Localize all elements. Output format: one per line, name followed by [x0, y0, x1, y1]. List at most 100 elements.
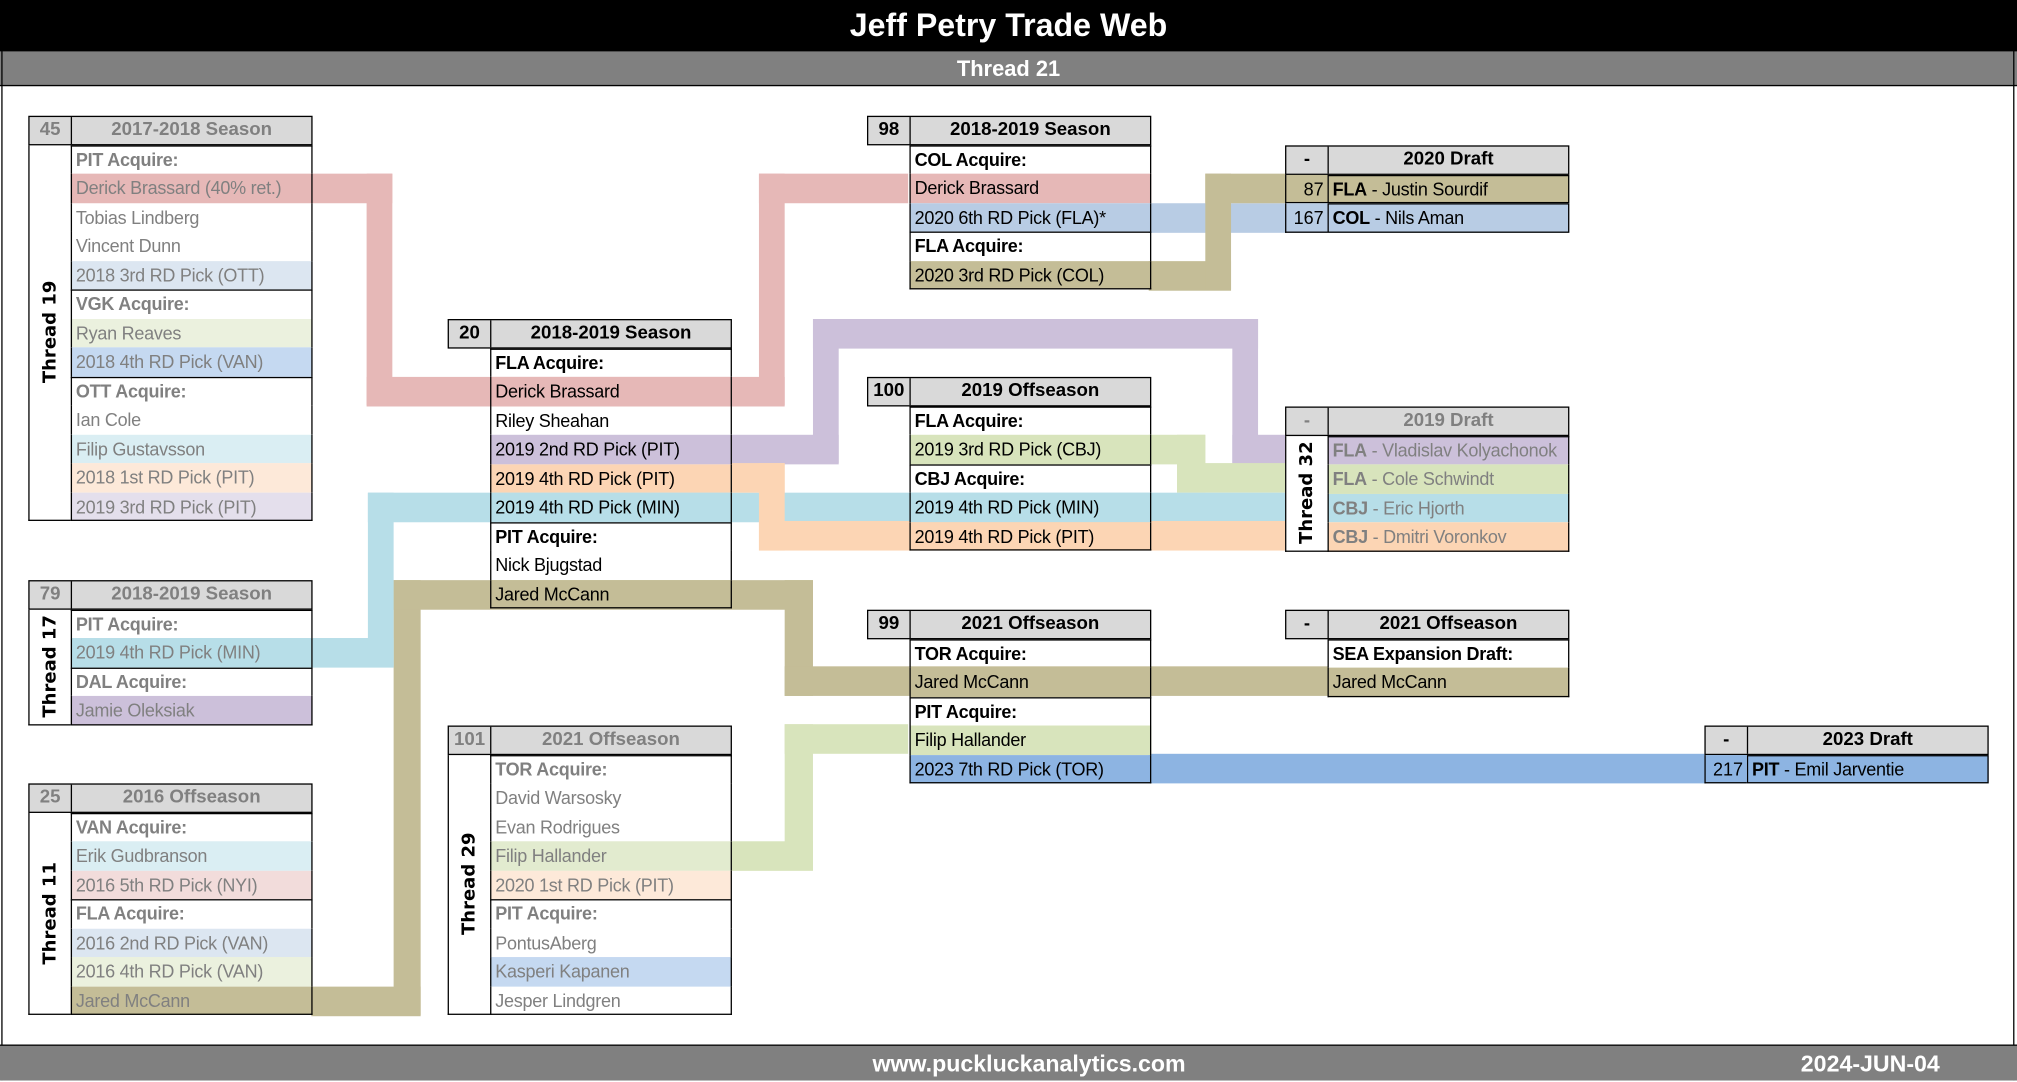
asset-row: 2019 4th RD Pick (MIN): [909, 492, 1152, 522]
asset-row: FLA - Justin Sourdif: [1327, 174, 1570, 204]
trade-number: -: [1286, 146, 1329, 174]
asset-row: Erik Gudbranson: [70, 841, 313, 871]
box-title: 2016 Offseason: [122, 787, 261, 808]
box-title: 2021 Offseason: [1379, 613, 1518, 635]
asset-row: Filip Hallander: [909, 725, 1152, 755]
box-title: 2021 Offseason: [542, 729, 680, 750]
asset-row: Jamie Oleksiak: [70, 695, 313, 725]
connector-purple: [812, 319, 1259, 348]
section-label: SEA Expansion Draft:: [1327, 638, 1570, 668]
trade-number: 100: [868, 378, 911, 405]
section-label: FLA Acquire:: [490, 347, 732, 377]
player-name: - Vladislav Kolyachonok: [1366, 439, 1558, 460]
asset-row: Jared McCann: [1327, 667, 1570, 697]
asset-row: PontusAberg: [490, 928, 732, 958]
asset-row: 2019 3rd RD Pick (PIT): [70, 492, 313, 521]
box-header: - 2020 Draft: [1285, 145, 1570, 175]
asset-row: 2019 3rd RD Pick (CBJ): [909, 434, 1152, 464]
team-code: CBJ: [1332, 497, 1369, 518]
section-label: PIT Acquire:: [70, 609, 313, 639]
trade-number: 101: [449, 726, 492, 754]
asset-row: CBJ - Dmitri Voronkov: [1327, 522, 1570, 552]
box-title: 2020 Draft: [1403, 149, 1494, 170]
asset-row: Derick Brassard (40% ret.): [70, 173, 313, 203]
team-code: COL: [1332, 207, 1371, 228]
page-title: Jeff Petry Trade Web: [0, 0, 2017, 52]
box-title: 2019 Offseason: [961, 380, 1100, 402]
player-name: - Emil Jarventie: [1779, 758, 1904, 779]
asset-row: 2019 4th RD Pick (PIT): [490, 463, 732, 493]
asset-row: Filip Hallander: [490, 841, 732, 871]
trade-number: 20: [449, 320, 492, 347]
asset-row: 2020 1st RD Pick (PIT): [490, 870, 732, 900]
section-label: FLA Acquire:: [70, 899, 313, 929]
asset-row: Evan Rodrigues: [490, 812, 732, 842]
trade-number: -: [1706, 726, 1749, 754]
connector-purple: [1232, 434, 1286, 464]
connector-tan: [393, 580, 421, 1015]
thread-label-text: Thread 19: [39, 280, 61, 384]
connector-green: [784, 724, 909, 754]
box-title: 2018-2019 Season: [111, 584, 273, 605]
section-label: PIT Acquire:: [909, 696, 1152, 726]
thread-label-text: Thread 32: [1296, 441, 1318, 544]
asset-row: Derick Brassard: [490, 376, 732, 406]
trade-number: 79: [30, 581, 73, 608]
section-label: FLA Acquire:: [909, 405, 1152, 435]
asset-row: PIT - Emil Jarventie: [1746, 754, 1989, 784]
box-title: 2021 Offseason: [961, 613, 1100, 635]
footer-date: 2024-JUN-04: [1800, 1050, 1940, 1077]
asset-row: 2016 5th RD Pick (NYI): [70, 870, 313, 900]
section-label: VGK Acquire:: [70, 289, 313, 319]
connector-red: [758, 173, 785, 406]
asset-row: Nick Bjugstad: [490, 550, 732, 580]
asset-row: 2016 2nd RD Pick (VAN): [70, 928, 313, 958]
section-label: CBJ Acquire:: [909, 463, 1152, 493]
asset-row: 2019 4th RD Pick (PIT): [909, 521, 1152, 551]
box-header: 100 2019 Offseason: [866, 376, 1152, 406]
section-label: PIT Acquire:: [490, 521, 732, 551]
asset-row: 2019 4th RD Pick (MIN): [70, 638, 313, 667]
section-label: PIT Acquire:: [70, 144, 313, 174]
connector-tan: [1205, 173, 1286, 203]
team-code: FLA: [1332, 468, 1368, 489]
asset-row: 2020 6th RD Pick (FLA)*: [909, 202, 1152, 232]
thread-label: Thread 17: [28, 609, 71, 725]
asset-row: Derick Brassard: [909, 173, 1152, 203]
asset-row: 2016 4th RD Pick (VAN): [70, 957, 313, 986]
trade-number: 25: [30, 784, 73, 812]
connector-red: [758, 173, 909, 203]
asset-row: 2019 2nd RD Pick (PIT): [490, 434, 732, 464]
box-header: 25 2016 Offseason: [28, 783, 313, 813]
team-code: PIT: [1752, 758, 1780, 779]
asset-row: Kasperi Kapanen: [490, 957, 732, 986]
draft-pick-number: 217: [1704, 754, 1747, 784]
thread-label: Thread 11: [28, 812, 71, 1015]
trade-number: -: [1286, 407, 1329, 435]
asset-row: CBJ - Eric Hjorth: [1327, 493, 1570, 523]
asset-row: Jesper Lindgren: [490, 985, 732, 1015]
asset-row: David Warsosky: [490, 783, 732, 813]
draft-pick-number: 87: [1285, 174, 1328, 204]
box-header: -2023 Draft: [1704, 725, 1989, 755]
box-header: -2021 Offseason: [1285, 609, 1570, 639]
asset-row: FLA - Cole Schwindt: [1327, 464, 1570, 494]
player-name: - Cole Schwindt: [1366, 468, 1495, 489]
thread-label-text: Thread 11: [39, 861, 61, 965]
section-label: TOR Acquire:: [490, 754, 732, 784]
box-header: 101 2021 Offseason: [447, 725, 732, 755]
section-label: COL Acquire:: [909, 144, 1152, 174]
section-label: TOR Acquire:: [909, 638, 1152, 668]
team-code: CBJ: [1332, 526, 1369, 547]
